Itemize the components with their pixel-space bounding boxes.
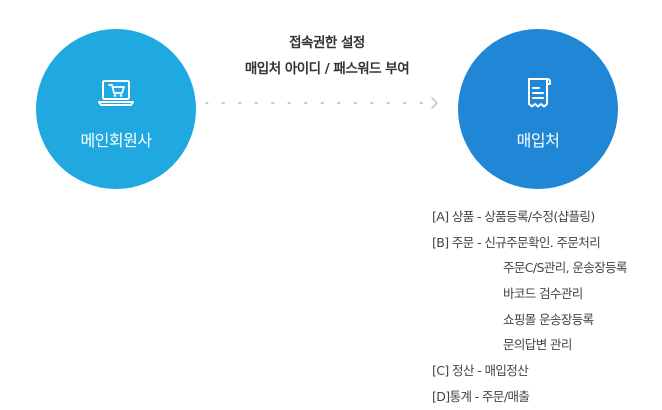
- main-company-label: 메인회원사: [80, 131, 152, 150]
- chevron-right-icon: [431, 97, 438, 109]
- permission-item-a: [A] 상품 - 상품등록/수정(샵플링): [432, 209, 595, 224]
- permission-item-b-inquiry: 문의답변 관리: [503, 337, 572, 353]
- purchaser-label: 매입처: [516, 131, 560, 150]
- main-company-circle: 메인회원사: [36, 29, 196, 189]
- purchaser-circle: 매입처: [458, 29, 618, 189]
- permission-item-c: [C] 정산 - 매입정산: [432, 363, 529, 379]
- connection-description: 접속권한 설정 매입처 아이디 / 패스워드 부여: [195, 30, 459, 82]
- permission-item-d: [D]통계 - 주문/매출: [432, 388, 530, 404]
- permission-item-b: [B] 주문 - 신규주문확인. 주문처리: [432, 234, 601, 250]
- permission-item-b-shipping: 쇼핑몰 운송장등록: [503, 311, 594, 327]
- permission-list: [A] 상품 - 상품등록/수정(샵플링) [B] 주문 - 신규주문확인. 주…: [432, 204, 660, 410]
- connection-line-1: 접속권한 설정: [289, 35, 365, 51]
- dotted-arrow: [205, 97, 438, 109]
- connection-line-2: 매입처 아이디 / 패스워드 부여: [244, 61, 410, 77]
- laptop-cart-icon: [98, 80, 134, 106]
- permission-item-b-cs: 주문C/S관리, 운송장등록: [503, 260, 628, 276]
- permission-item-b-barcode: 바코드 검수관리: [503, 286, 583, 302]
- receipt-icon: [528, 78, 551, 108]
